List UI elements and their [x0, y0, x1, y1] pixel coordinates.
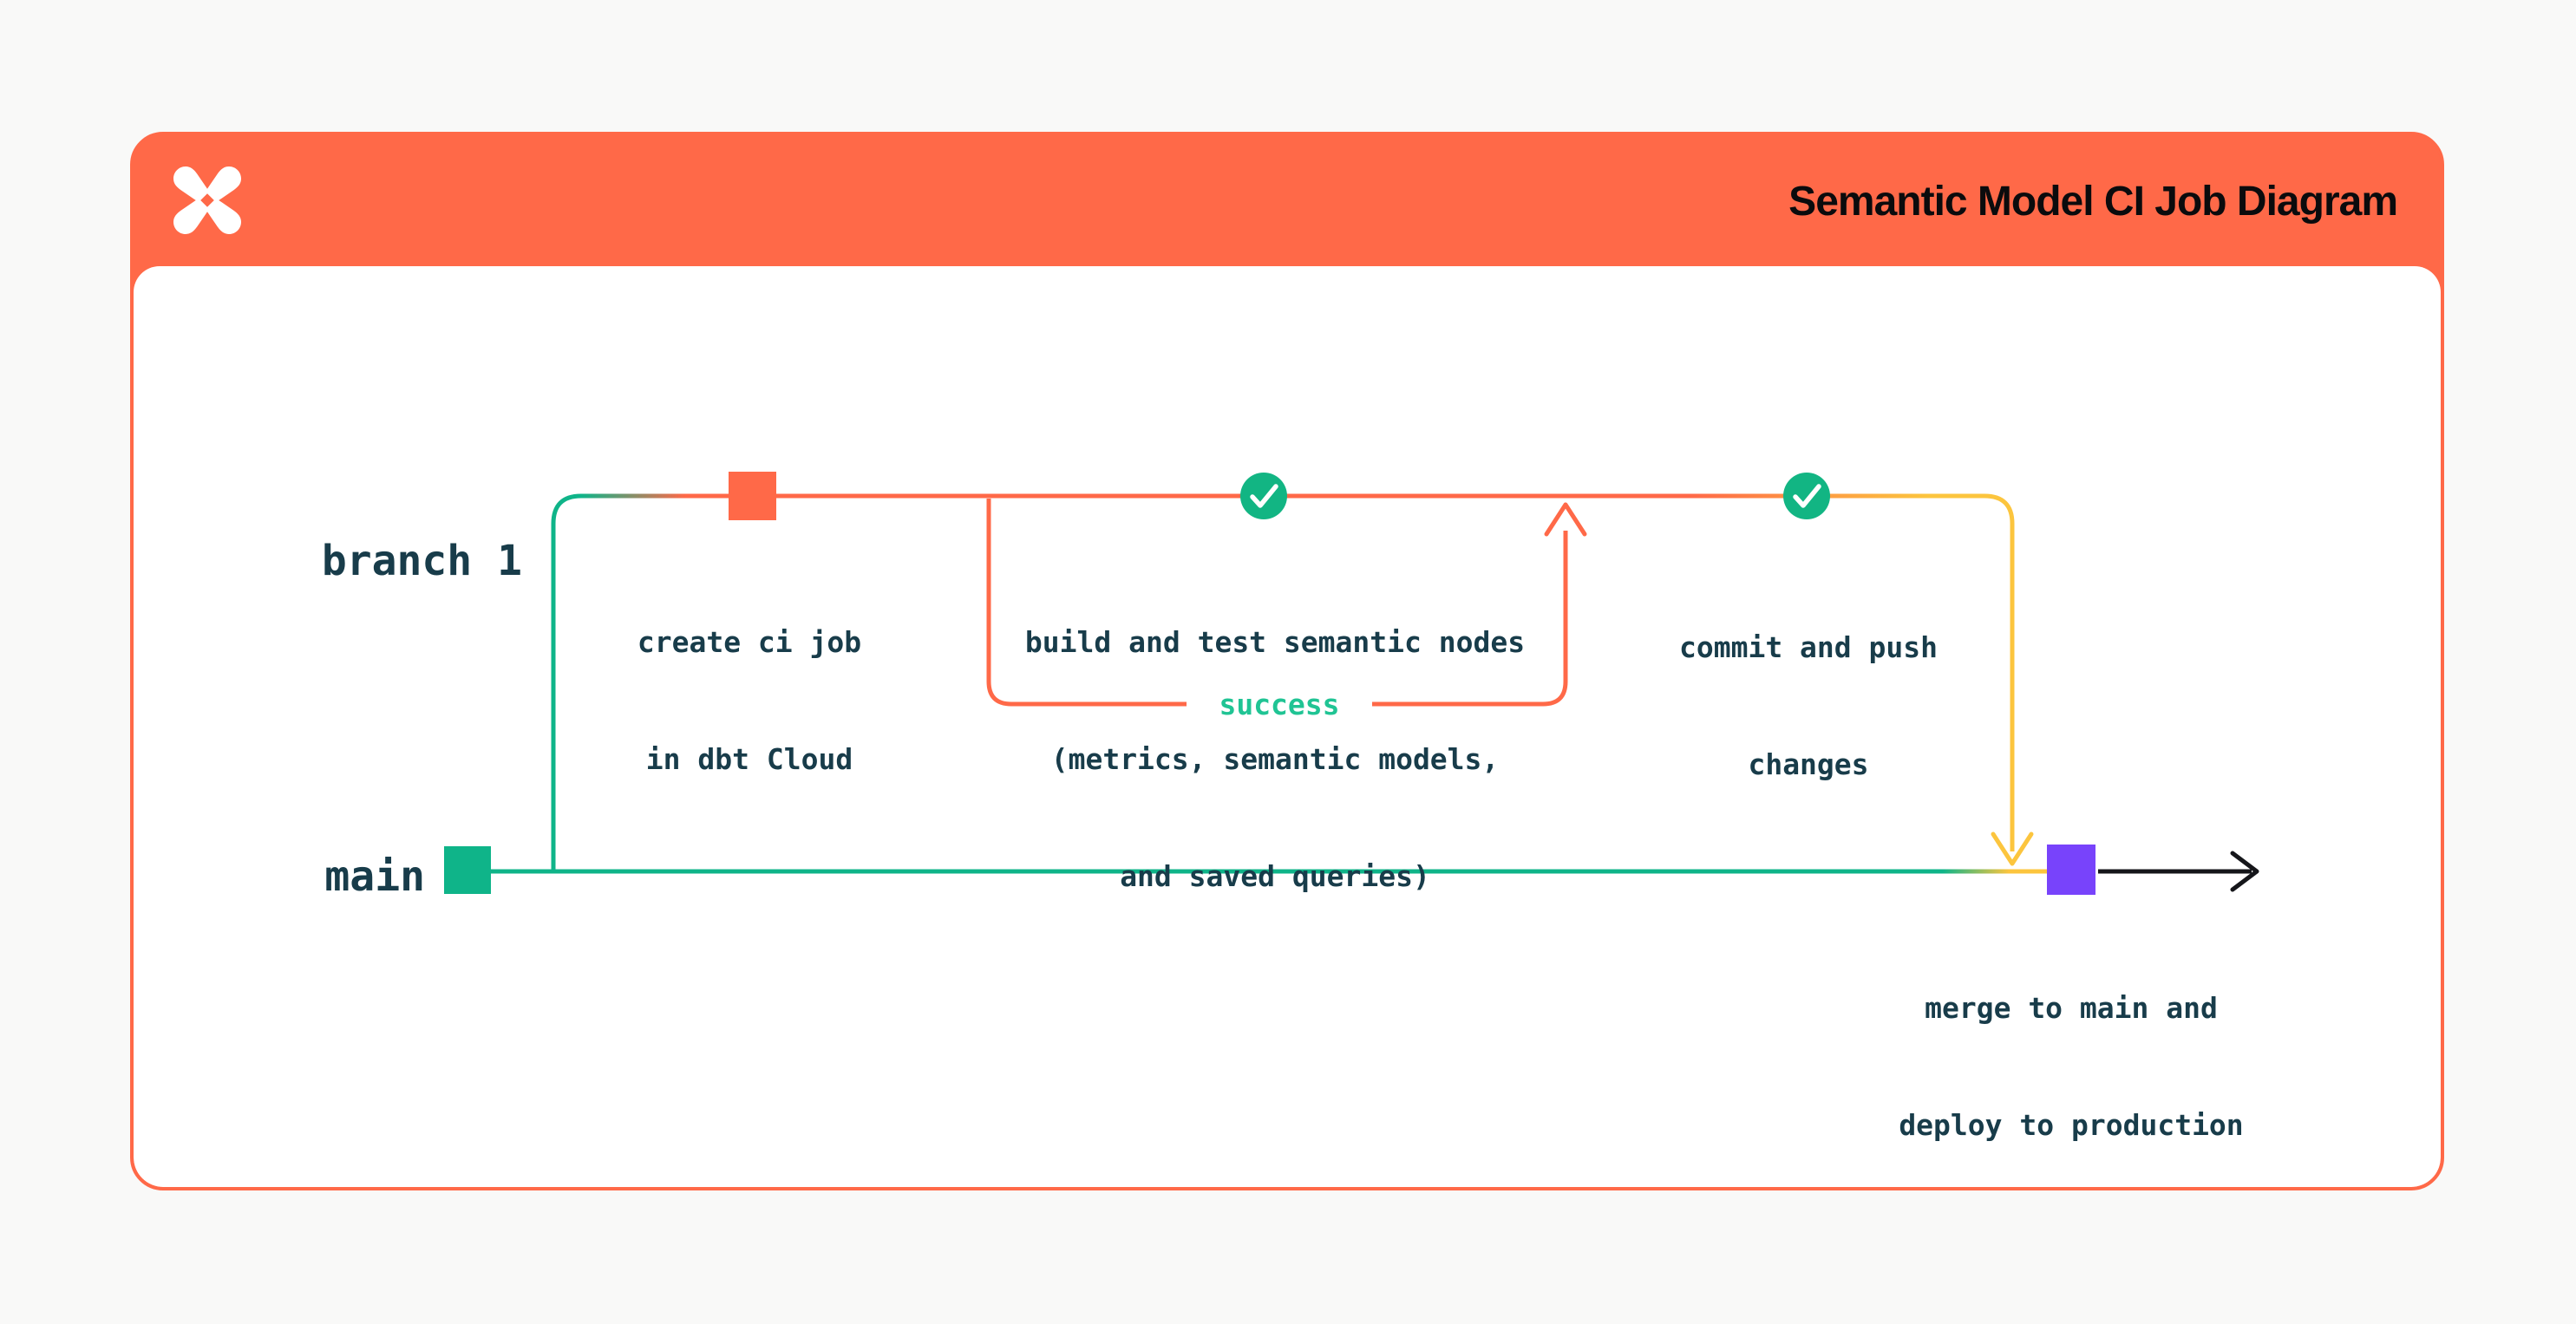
diagram-card: Semantic Model CI Job Diagram	[130, 132, 2444, 1190]
main-label: main	[324, 852, 425, 901]
check-circle-build-test	[1240, 473, 1287, 519]
node-label-line: build and test semantic nodes	[1024, 625, 1526, 659]
commit-square-create-ci	[729, 472, 776, 520]
node-label-line: commit and push	[1678, 630, 1938, 664]
branch1-label: branch 1	[321, 537, 522, 585]
node-label-line: merge to main and	[1925, 991, 2218, 1025]
check-circle-commit-push	[1783, 473, 1830, 519]
node-label-line: in dbt Cloud	[645, 742, 853, 776]
node-label-line: (metrics, semantic models,	[1050, 742, 1500, 776]
node-label-line: and saved queries)	[1120, 859, 1430, 893]
node-label-line: deploy to production	[1899, 1108, 2244, 1142]
node-label-commit-push: commit and push changes	[1635, 550, 1982, 862]
dbt-logo-icon	[173, 166, 241, 234]
node-label-line: create ci job	[637, 625, 862, 659]
checkmark-icon	[1250, 484, 1278, 508]
branch-start-line	[551, 493, 582, 871]
commit-square-merge	[2047, 845, 2095, 895]
node-label-line: changes	[1748, 747, 1869, 781]
deploy-arrowhead-icon	[2230, 851, 2259, 892]
card-body	[134, 266, 2441, 1187]
commit-square-main-start	[444, 846, 491, 894]
checkmark-icon	[1793, 484, 1821, 508]
card-header: Semantic Model CI Job Diagram	[134, 135, 2441, 266]
branch-merge-line	[1984, 493, 2015, 851]
success-loop-left	[986, 499, 1187, 707]
merge-arrowhead-icon	[1991, 832, 2034, 866]
node-label-create-ci-job: create ci job in dbt Cloud	[576, 545, 923, 857]
success-loop-right	[1372, 531, 1568, 707]
success-label: success	[1219, 688, 1340, 721]
node-label-build-test: build and test semantic nodes (metrics, …	[1015, 545, 1535, 974]
node-label-merge-deploy: merge to main and deploy to production	[1811, 910, 2331, 1223]
page-title: Semantic Model CI Job Diagram	[1788, 179, 2398, 225]
success-arrowhead-icon	[1544, 502, 1587, 537]
